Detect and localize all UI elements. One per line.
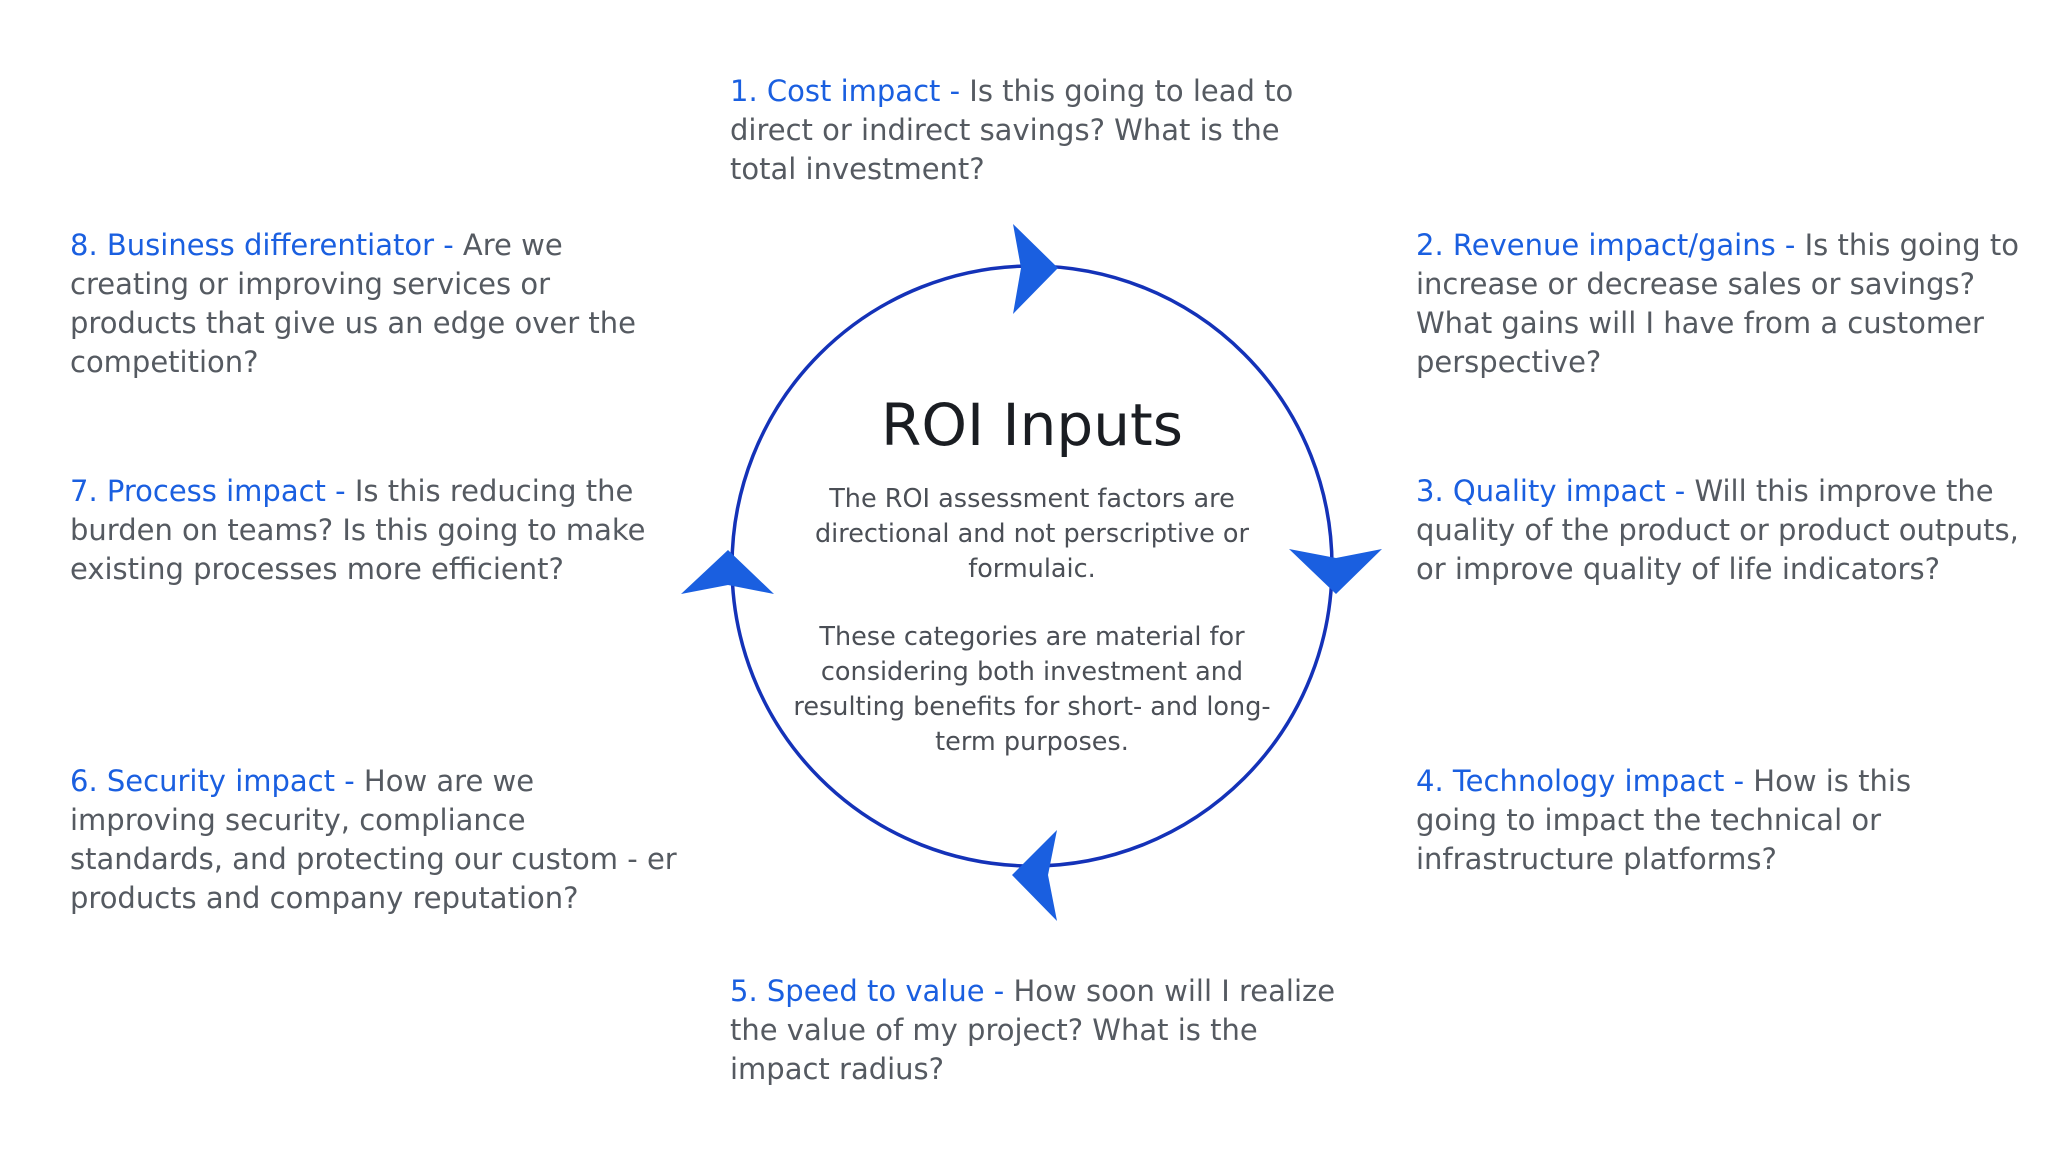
roi-item-title: 7. Process impact - (70, 474, 355, 508)
roi-item-title: 8. Business differentiator - (70, 228, 463, 262)
roi-item-text: Are we creating or improving services or… (70, 228, 636, 379)
roi-item-title: 1. Cost impact - (730, 74, 970, 108)
roi-item-technology: 4. Technology impact - How is this going… (1416, 762, 1976, 879)
center-paragraph-1: The ROI assessment factors are direction… (815, 484, 1249, 584)
roi-item-revenue: 2. Revenue impact/gains - Is this going … (1416, 226, 2026, 382)
roi-item-speed: 5. Speed to value - How soon will I real… (730, 972, 1340, 1089)
roi-item-security: 6. Security impact - How are we improvin… (70, 762, 680, 918)
roi-item-text: How soon will I realize the value of my … (730, 974, 1336, 1086)
roi-item-title: 2. Revenue impact/gains - (1416, 228, 1805, 262)
roi-item-text: Is this going to lead to direct or indir… (730, 74, 1294, 186)
roi-item-process: 7. Process impact - Is this reducing the… (70, 472, 680, 589)
roi-item-title: 4. Technology impact - (1416, 764, 1754, 798)
roi-item-quality: 3. Quality impact - Will this improve th… (1416, 472, 2026, 589)
roi-item-text: Is this going to increase or decrease sa… (1416, 228, 2019, 379)
roi-item-text: How are we improving security, complianc… (70, 764, 677, 915)
roi-item-title: 3. Quality impact - (1416, 474, 1695, 508)
arrow-right-icon (1013, 224, 1058, 314)
diagram-title: ROI Inputs (881, 391, 1183, 459)
center-paragraph-2: These categories are material for consid… (793, 622, 1271, 757)
roi-item-text: How is this going to impact the technica… (1416, 764, 1912, 876)
roi-item-business: 8. Business differentiator - Are we crea… (70, 226, 680, 382)
roi-item-title: 6. Security impact - (70, 764, 364, 798)
arrow-down-icon (1289, 549, 1382, 594)
roi-item-text: Is this reducing the burden on teams? Is… (70, 474, 646, 586)
arrow-up-icon (681, 550, 774, 594)
arrow-left-icon (1012, 830, 1057, 921)
roi-item-title: 5. Speed to value - (730, 974, 1014, 1008)
roi-item-cost: 1. Cost impact - Is this going to lead t… (730, 72, 1330, 189)
roi-item-text: Will this improve the quality of the pro… (1416, 474, 2019, 586)
